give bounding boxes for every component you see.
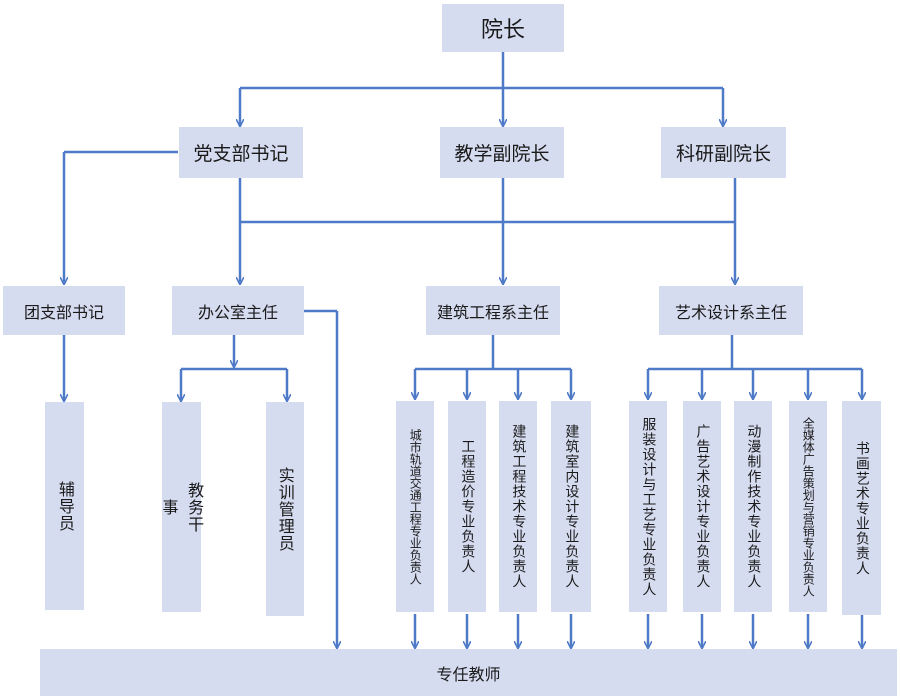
research-vp-node: 科研副院长 [661, 127, 786, 178]
architecture-director-node: 建筑工程系主任 [426, 286, 560, 335]
advertising-lead-label: 广告艺术设计专业负责人 [694, 424, 711, 589]
research-vp-label: 科研副院长 [675, 143, 771, 165]
calligraphy-lead-label: 书画艺术专业负责人 [853, 440, 870, 576]
league-secretary-node: 团支部书记 [3, 286, 125, 335]
league-secretary-label: 团支部书记 [23, 302, 104, 322]
architecture-director-label: 建筑工程系主任 [436, 302, 549, 322]
counselor-node: 辅导员 [45, 402, 84, 610]
art-director-label: 艺术设计系主任 [674, 302, 787, 322]
art-director-node: 艺术设计系主任 [659, 286, 803, 335]
admin-officer-label: 教务干事 [159, 481, 205, 533]
media-lead-node: 全媒体广告策划与营销专业负责人 [789, 401, 827, 612]
advertising-lead-node: 广告艺术设计专业负责人 [683, 401, 721, 612]
party-secretary-node: 党支部书记 [179, 127, 303, 178]
cost-lead-node: 工程造价专业负责人 [448, 401, 486, 612]
building-tech-lead-label: 建筑工程技术专业负责人 [510, 424, 527, 589]
faculty-label: 专任教师 [436, 664, 501, 684]
fashion-lead-label: 服装设计与工艺专业负责人 [640, 416, 657, 597]
teaching-vp-label: 教学副院长 [454, 143, 550, 165]
dean-label: 院长 [480, 18, 525, 43]
counselor-label: 辅导员 [55, 480, 75, 532]
admin-officer-node: 教务干事 [160, 402, 204, 612]
animation-lead-label: 动漫制作技术专业负责人 [745, 424, 762, 589]
faculty-node: 专任教师 [40, 649, 897, 696]
office-director-label: 办公室主任 [197, 302, 278, 322]
fashion-lead-node: 服装设计与工艺专业负责人 [629, 401, 667, 612]
media-lead-label: 全媒体广告策划与营销专业负责人 [801, 416, 816, 597]
interior-lead-label: 建筑室内设计专业负责人 [563, 424, 580, 589]
dean-node: 院长 [442, 4, 564, 52]
lab-manager-node: 实训管理员 [266, 402, 304, 616]
animation-lead-node: 动漫制作技术专业负责人 [734, 401, 772, 612]
lab-manager-label: 实训管理员 [275, 466, 295, 552]
calligraphy-lead-node: 书画艺术专业负责人 [842, 401, 881, 615]
building-tech-lead-node: 建筑工程技术专业负责人 [499, 401, 537, 612]
teaching-vp-node: 教学副院长 [440, 127, 564, 178]
cost-lead-label: 工程造价专业负责人 [459, 439, 476, 574]
interior-lead-node: 建筑室内设计专业负责人 [551, 401, 591, 612]
rail-lead-label: 城市轨道交通工程专业负责人 [408, 428, 423, 585]
party-secretary-label: 党支部书记 [193, 143, 289, 165]
office-director-node: 办公室主任 [172, 286, 304, 335]
rail-lead-node: 城市轨道交通工程专业负责人 [396, 401, 434, 612]
